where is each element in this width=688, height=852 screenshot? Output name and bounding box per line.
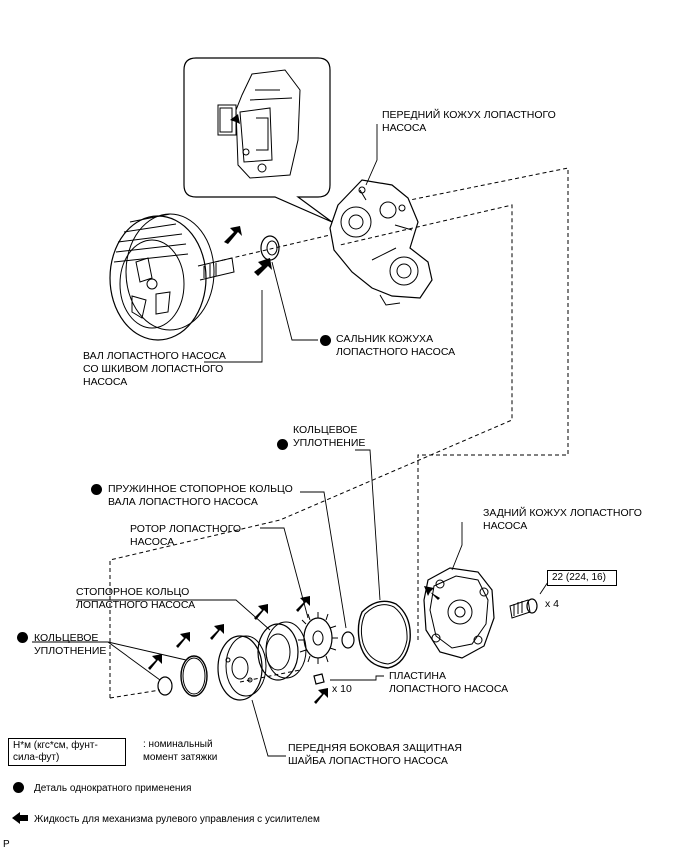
fluid-arrow-icon: [254, 258, 272, 276]
snap-ring-part: [341, 631, 355, 649]
label-shaft-pulley: ВАЛ ЛОПАСТНОГО НАСОСА СО ШКИВОМ ЛОПАСТНО…: [83, 350, 226, 388]
legend-fluid: Жидкость для механизма рулевого управлен…: [34, 814, 320, 825]
label-spring-snap-ring: ПРУЖИННОЕ СТОПОРНОЕ КОЛЬЦО ВАЛА ЛОПАСТНО…: [108, 483, 293, 508]
label-vane-plate: ПЛАСТИНА ЛОПАСТНОГО НАСОСА: [389, 670, 509, 695]
legend-torque-unit-desc: : номинальный момент затяжки: [143, 739, 218, 763]
torque-value-box: 22 (224, 16): [547, 570, 617, 586]
fluid-arrow-icon: [296, 596, 310, 612]
non-reusable-dot-icon: [320, 335, 331, 346]
front-housing: [329, 179, 433, 306]
legend-non-reusable: Деталь однократного применения: [34, 783, 192, 794]
fluid-arrow-icon: [176, 632, 190, 648]
vane-count: x 10: [332, 683, 352, 695]
label-cam-ring: СТОПОРНОЕ КОЛЬЦО ЛОПАСТНОГО НАСОСА: [76, 586, 196, 611]
non-reusable-dot-icon: [17, 632, 28, 643]
o-ring-medium: [180, 655, 208, 697]
fluid-arrow-icon: [230, 114, 240, 128]
label-front-side-plate: ПЕРЕДНЯЯ БОКОВАЯ ЗАЩИТНАЯ ШАЙБА ЛОПАСТНО…: [288, 742, 462, 767]
detail-callout: [183, 57, 333, 223]
oil-seal-part: [260, 235, 280, 261]
cam-ring-part: [257, 621, 307, 681]
o-ring-small: [157, 676, 173, 696]
label-oil-seal: САЛЬНИК КОЖУХА ЛОПАСТНОГО НАСОСА: [336, 333, 456, 358]
bolt-count: x 4: [545, 598, 560, 610]
non-reusable-dot-icon: [91, 484, 102, 495]
non-reusable-dot-icon: [277, 439, 288, 450]
legend-non-reusable-dot-icon: [13, 782, 24, 793]
bolt-part: [509, 598, 538, 619]
label-front-housing: ПЕРЕДНИЙ КОЖУХ ЛОПАСТНОГО НАСОСА: [382, 109, 556, 134]
fluid-arrow-icon: [210, 624, 224, 640]
label-o-ring-left: КОЛЬЦЕВОЕ УПЛОТНЕНИЕ: [34, 632, 107, 657]
fluid-arrow-icon: [148, 654, 162, 670]
label-rear-housing: ЗАДНИЙ КОЖУХ ЛОПАСТНОГО НАСОСА: [483, 507, 642, 532]
fluid-arrows: [148, 114, 440, 704]
o-ring-large: [357, 600, 411, 669]
rear-housing-part: [423, 567, 495, 659]
fluid-arrow-icon: [224, 226, 242, 244]
vane-plate-part: [313, 673, 325, 685]
fluid-arrow-icon: [314, 688, 328, 704]
legend-fluid-arrow-icon: [12, 812, 28, 824]
leader-lines: [32, 124, 549, 757]
rotor-part: [298, 612, 338, 664]
legend-torque-unit-box: Н*м (кгс*см, фунт- сила-фут): [8, 738, 126, 766]
label-rotor: РОТОР ЛОПАСТНОГО НАСОСА: [130, 523, 242, 548]
footer-code: P: [3, 839, 10, 850]
fluid-arrow-icon: [254, 604, 268, 620]
label-o-ring-top: КОЛЬЦЕВОЕ УПЛОТНЕНИЕ: [293, 424, 366, 449]
fluid-arrow-icon: [424, 586, 440, 600]
pulley-with-shaft: [109, 213, 235, 341]
assembly-guide-lines: [109, 167, 569, 699]
